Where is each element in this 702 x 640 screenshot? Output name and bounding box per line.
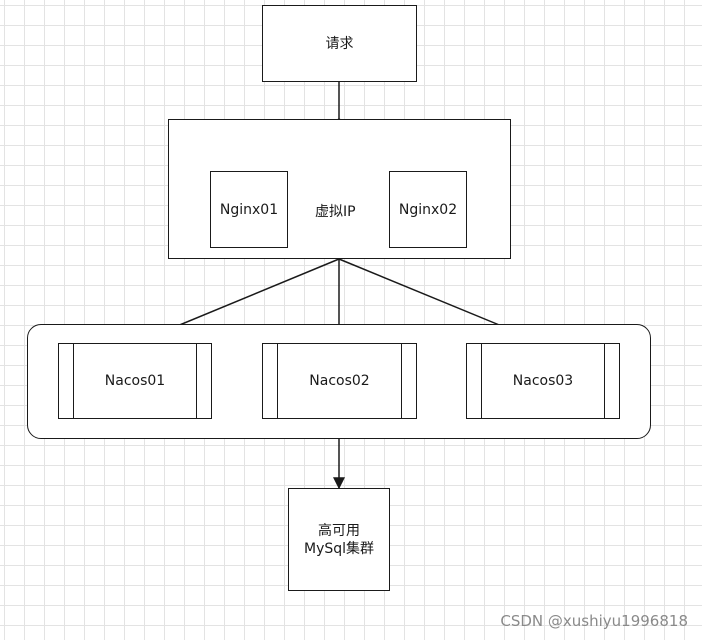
nacos02-left-bar [277, 344, 278, 418]
request-box: 请求 [262, 5, 417, 82]
nacos03-box: Nacos03 [466, 343, 620, 419]
mysql-cluster-box: 高可用 MySql集群 [288, 488, 390, 591]
nacos02-box: Nacos02 [262, 343, 417, 419]
nacos02-label: Nacos02 [309, 373, 370, 389]
nacos02-right-bar [401, 344, 402, 418]
request-label: 请求 [325, 35, 354, 52]
nacos01-right-bar [196, 344, 197, 418]
nginx02-box: Nginx02 [389, 171, 467, 248]
nginx02-label: Nginx02 [398, 201, 458, 218]
virtual-ip-label: 虚拟IP [315, 204, 356, 220]
nginx01-label: Nginx01 [219, 201, 279, 218]
mysql-line2: MySql集群 [303, 540, 375, 557]
nacos01-box: Nacos01 [58, 343, 212, 419]
nginx01-box: Nginx01 [210, 171, 288, 248]
watermark: CSDN @xushiyu1996818 [500, 612, 688, 630]
mysql-line1: 高可用 [318, 522, 360, 539]
nacos03-label: Nacos03 [512, 373, 574, 389]
nacos03-right-bar [604, 344, 605, 418]
nacos01-label: Nacos01 [104, 373, 166, 389]
nacos03-left-bar [481, 344, 482, 418]
nacos01-left-bar [73, 344, 74, 418]
